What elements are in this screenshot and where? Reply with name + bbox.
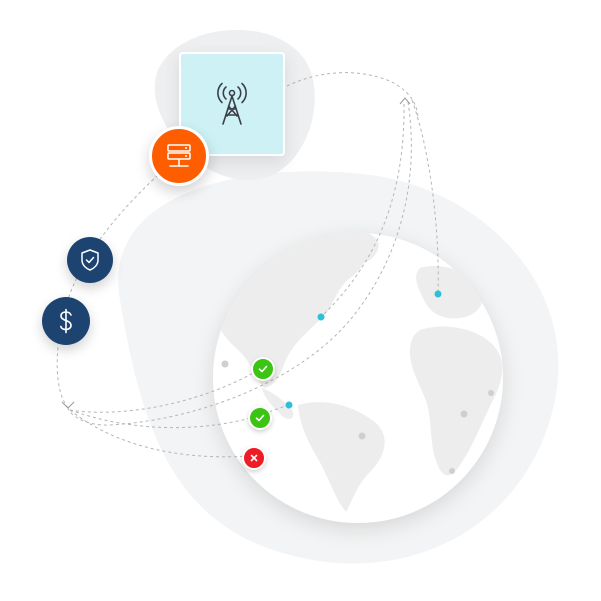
check-icon	[255, 414, 265, 422]
connector-top-arc	[286, 72, 419, 121]
shield-node	[67, 237, 113, 283]
dollar-icon	[60, 308, 72, 334]
location-dot	[358, 432, 366, 440]
server-icon	[167, 144, 191, 167]
check-icon	[258, 365, 268, 373]
connector-to-status-1	[69, 367, 263, 413]
shield-check-icon	[81, 249, 99, 271]
connector-lines	[56, 72, 439, 458]
location-dot	[488, 390, 494, 396]
status-success-marker	[248, 406, 272, 430]
x-icon	[250, 454, 258, 462]
arrow-head-left	[61, 401, 75, 409]
connector-to-endpoint	[257, 404, 289, 417]
connector-arc-1	[411, 99, 439, 295]
arrow-head-top	[399, 97, 411, 105]
radio-tower-icon	[217, 82, 247, 125]
server-node	[149, 126, 209, 186]
connector-arc-3	[321, 103, 405, 317]
endpoint-dot	[285, 401, 293, 409]
connector-to-status-2	[69, 409, 259, 429]
connector-arc-2	[67, 101, 412, 426]
payment-node	[42, 297, 90, 345]
continent-africa	[410, 326, 503, 476]
endpoint-dot	[317, 313, 325, 321]
location-dot	[221, 360, 229, 368]
status-failure-marker	[242, 446, 266, 470]
location-dot	[460, 410, 468, 418]
continent-south-america	[298, 402, 385, 512]
continent-greenland	[321, 233, 379, 267]
location-dot	[449, 468, 455, 474]
status-success-marker	[251, 357, 275, 381]
continent-central-america	[262, 388, 294, 419]
endpoint-dot	[434, 290, 442, 298]
